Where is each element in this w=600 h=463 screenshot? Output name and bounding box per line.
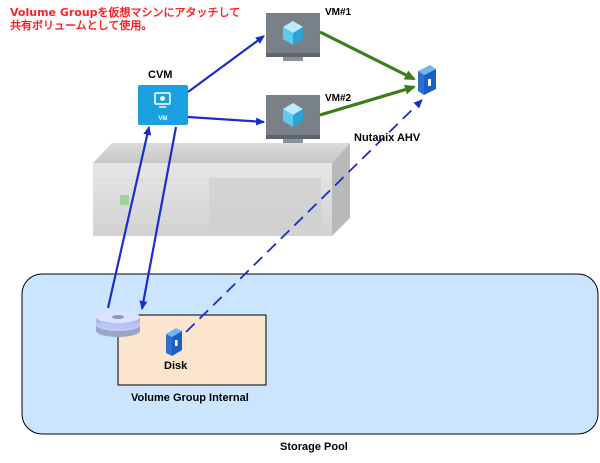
nutanix-cube-icon	[418, 65, 436, 95]
cvm-label: CVM	[148, 69, 173, 81]
storage-pool-area	[21, 273, 599, 435]
cvm-box-icon	[138, 85, 188, 125]
arrow-disk-to-cvm	[106, 126, 152, 309]
server-chassis-icon	[93, 143, 350, 236]
arrow-vm2-to-ahv	[319, 84, 416, 117]
vdisk-icon	[166, 328, 182, 356]
vm2-label: VM#2	[325, 93, 352, 104]
arrow-vm1-to-ahv	[319, 30, 416, 81]
annotation-line-1: Volume Groupを仮想マシンにアタッチして	[10, 6, 241, 19]
disk-stack-icon	[96, 311, 140, 337]
annotation-line-2: 共有ボリュームとして使用。	[10, 19, 153, 32]
arrow-vdisk-to-ahv	[185, 99, 423, 333]
annotation-note: Volume Groupを仮想マシンにアタッチして 共有ボリュームとして使用。	[10, 6, 240, 32]
hypervisor-label: Nutanix AHV	[354, 132, 421, 144]
vm1-monitor-icon	[266, 13, 320, 61]
vm1-label: VM#1	[325, 7, 352, 18]
arrow-cvm-to-vm1	[187, 35, 265, 93]
arrow-cvm-to-disk	[139, 126, 178, 310]
arrow-cvm-to-vm2	[187, 115, 265, 126]
volume-group-label: Volume Group Internal	[131, 392, 249, 404]
storage-pool-label: Storage Pool	[280, 441, 348, 453]
cvm-icon-text: VM	[159, 116, 168, 122]
disk-label: Disk	[164, 360, 188, 372]
vm2-monitor-icon	[266, 95, 320, 143]
